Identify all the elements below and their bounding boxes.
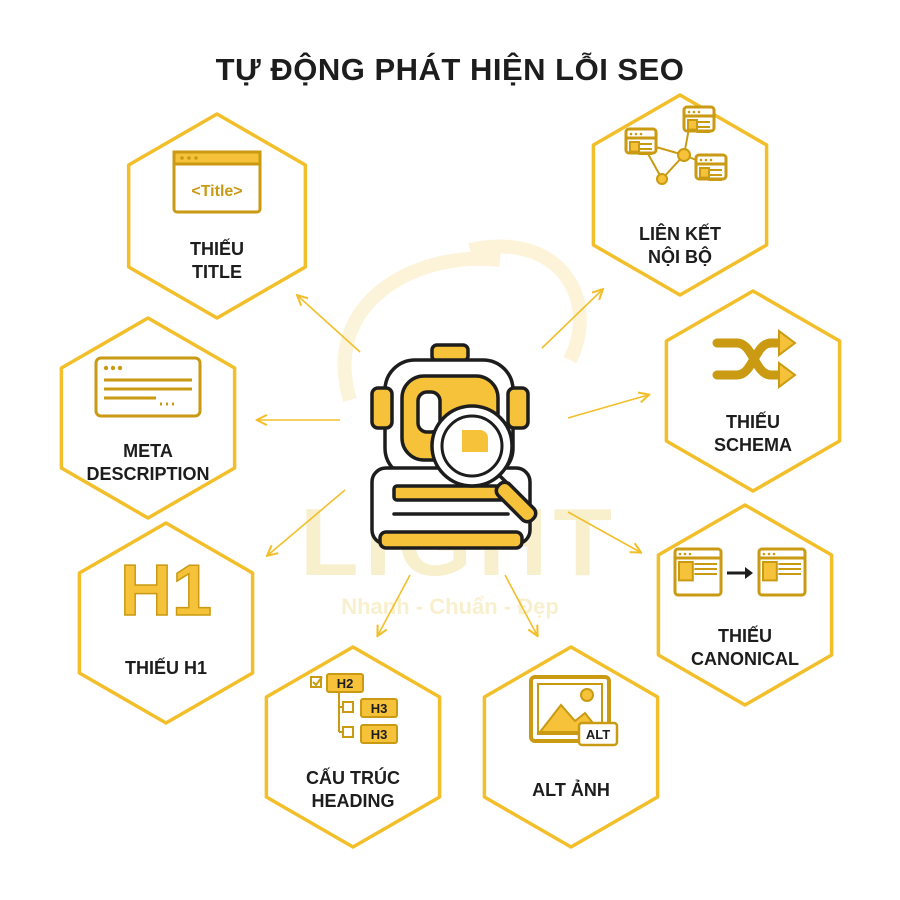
heading-tag: H3: [371, 701, 388, 716]
hexagon-frame: [126, 112, 308, 320]
label-line: META: [123, 441, 173, 461]
hexagon-label-links: LIÊN KẾT NỘI BỘ: [590, 223, 770, 269]
label-line: HEADING: [311, 791, 395, 811]
page-title: TỰ ĐỘNG PHÁT HIỆN LỖI SEO: [215, 52, 685, 87]
hexagon-label-heading: CẤU TRÚC HEADING: [263, 767, 443, 813]
hexagon-frame: [77, 521, 255, 725]
icon-h1-text: H1: [120, 551, 212, 631]
hexagon-h1: H1: [77, 521, 255, 725]
hexagon-frame: [656, 503, 834, 707]
label-line: CẤU TRÚC: [306, 768, 400, 788]
hexagon-label-h1: THIẾU H1: [76, 657, 256, 680]
label-line: THIẾU: [726, 412, 780, 432]
network-pages-icon: [624, 105, 728, 185]
label-line: TITLE: [192, 262, 242, 282]
label-line: THIẾU: [718, 626, 772, 646]
connector-arrows: [258, 290, 648, 635]
label-line: DESCRIPTION: [86, 464, 210, 484]
hexagon-label-title: THIẾU TITLE: [127, 238, 307, 284]
hexagon-frame: [59, 316, 237, 520]
hexagon-frame: [482, 645, 660, 849]
label-line: THIẾU: [190, 239, 244, 259]
label-line: SCHEMA: [713, 435, 792, 455]
hexagon-label-meta: META DESCRIPTION: [58, 440, 238, 486]
hexagon-alt: ALT: [482, 645, 660, 849]
hexagon-meta: [59, 316, 237, 520]
hexagon-frame: [264, 645, 442, 849]
browser-title-icon: <Title>: [172, 150, 262, 214]
icon-title-text: <Title>: [191, 183, 242, 200]
watermark-logo: [337, 239, 587, 403]
label-line: NỘI BỘ: [647, 247, 712, 267]
hexagon-title: <Title>: [126, 112, 308, 320]
hexagon-frame: [664, 289, 842, 493]
label-line: CANONICAL: [691, 649, 799, 669]
hexagon-links: [591, 93, 769, 297]
heading-tag: H2: [337, 676, 354, 691]
text-window-icon: [94, 356, 202, 418]
hexagon-label-canonical: THIẾU CANONICAL: [655, 625, 835, 671]
hexagon-schema: [664, 289, 842, 493]
robot-magnifier-icon: [370, 343, 538, 550]
icon-alt-text: ALT: [586, 727, 610, 742]
hexagon-label-alt: ALT ẢNH: [481, 779, 661, 802]
shuffle-icon: [712, 329, 797, 389]
label-line: ALT ẢNH: [532, 780, 610, 800]
hexagon-canonical: [656, 503, 834, 707]
hexagon-label-schema: THIẾU SCHEMA: [663, 411, 843, 457]
label-line: THIẾU H1: [124, 658, 207, 678]
label-line: LIÊN KẾT: [638, 224, 721, 244]
h1-icon: H1: [119, 550, 213, 632]
image-alt-icon: ALT: [529, 675, 619, 747]
canonical-pages-icon: [673, 547, 807, 597]
heading-tag: H3: [371, 727, 388, 742]
